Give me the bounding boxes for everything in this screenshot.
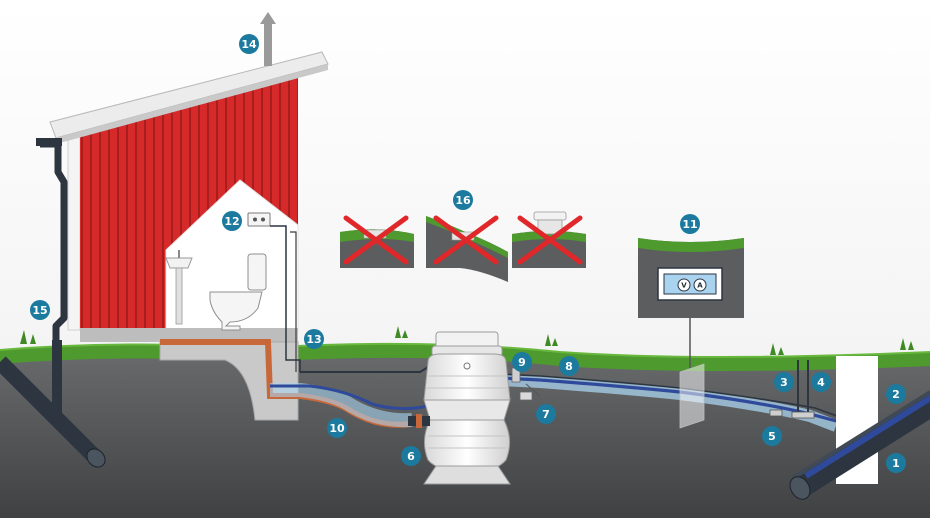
callout-10[interactable]: 10: [327, 418, 347, 438]
sink: [165, 250, 193, 325]
callout-badges: 1 2 3 4 5 6 7 8 9 10 11 12 13 14 15 16: [30, 34, 906, 473]
incorrect-installation-2: [426, 215, 508, 282]
roof-edge: [56, 64, 328, 144]
svg-text:16: 16: [455, 194, 471, 207]
downpipe: [0, 138, 106, 468]
svg-text:2: 2: [892, 388, 900, 401]
callout-8[interactable]: 8: [559, 356, 579, 376]
svg-text:11: 11: [682, 218, 697, 231]
callout-2[interactable]: 2: [886, 384, 906, 404]
svg-text:4: 4: [817, 376, 825, 389]
callout-1[interactable]: 1: [886, 453, 906, 473]
main-sewer-pipe: [789, 389, 930, 500]
svg-text:15: 15: [32, 304, 47, 317]
callout-12[interactable]: 12: [222, 211, 242, 231]
pump-tank: [408, 331, 511, 485]
callout-13[interactable]: 13: [304, 329, 324, 349]
house-floor: [80, 328, 298, 342]
svg-text:14: 14: [241, 38, 257, 51]
callout-11[interactable]: 11: [680, 214, 700, 234]
electrical-cable-wall: [290, 231, 297, 372]
electrical-cable-house: [270, 225, 301, 372]
incorrect-installation-3: [512, 211, 586, 268]
svg-text:5: 5: [768, 430, 776, 443]
svg-text:7: 7: [542, 408, 550, 421]
vent-pipe: [264, 24, 272, 66]
incorrect-installation-1: [340, 215, 414, 268]
callout-15[interactable]: 15: [30, 300, 50, 320]
ammeter-label: A: [697, 282, 703, 290]
svg-text:13: 13: [306, 333, 321, 346]
insulation-sleeve: [270, 383, 413, 428]
house: [49, 12, 329, 421]
pressure-pipe-house: [270, 384, 429, 411]
svg-text:8: 8: [565, 360, 573, 373]
electrical-outlet: [247, 212, 271, 227]
callout-16[interactable]: 16: [453, 190, 473, 210]
voltmeter-label: V: [681, 282, 687, 290]
transparent-sleeve: [679, 363, 705, 429]
vent-arrow-icon: [260, 12, 276, 24]
svg-text:1: 1: [892, 457, 900, 470]
house-side-wall: [67, 135, 81, 331]
shutoff-valve: [791, 411, 815, 419]
svg-text:3: 3: [780, 376, 788, 389]
voltmeter-icon: [677, 278, 691, 292]
connection-valve: [769, 409, 783, 417]
callout-9[interactable]: 9: [512, 352, 532, 372]
ammeter-icon: [693, 278, 707, 292]
toilet: [209, 253, 267, 331]
callout-7[interactable]: 7: [536, 404, 556, 424]
callout-6[interactable]: 6: [401, 446, 421, 466]
svg-text:12: 12: [224, 215, 239, 228]
svg-text:9: 9: [518, 356, 526, 369]
check-valve: [519, 383, 541, 401]
control-box: V A: [638, 238, 744, 318]
svg-text:10: 10: [329, 422, 345, 435]
callout-3[interactable]: 3: [774, 372, 794, 392]
callout-14[interactable]: 14: [239, 34, 259, 54]
house-foundation: [159, 341, 299, 421]
callout-4[interactable]: 4: [811, 372, 831, 392]
svg-text:6: 6: [407, 450, 415, 463]
callout-5[interactable]: 5: [762, 426, 782, 446]
